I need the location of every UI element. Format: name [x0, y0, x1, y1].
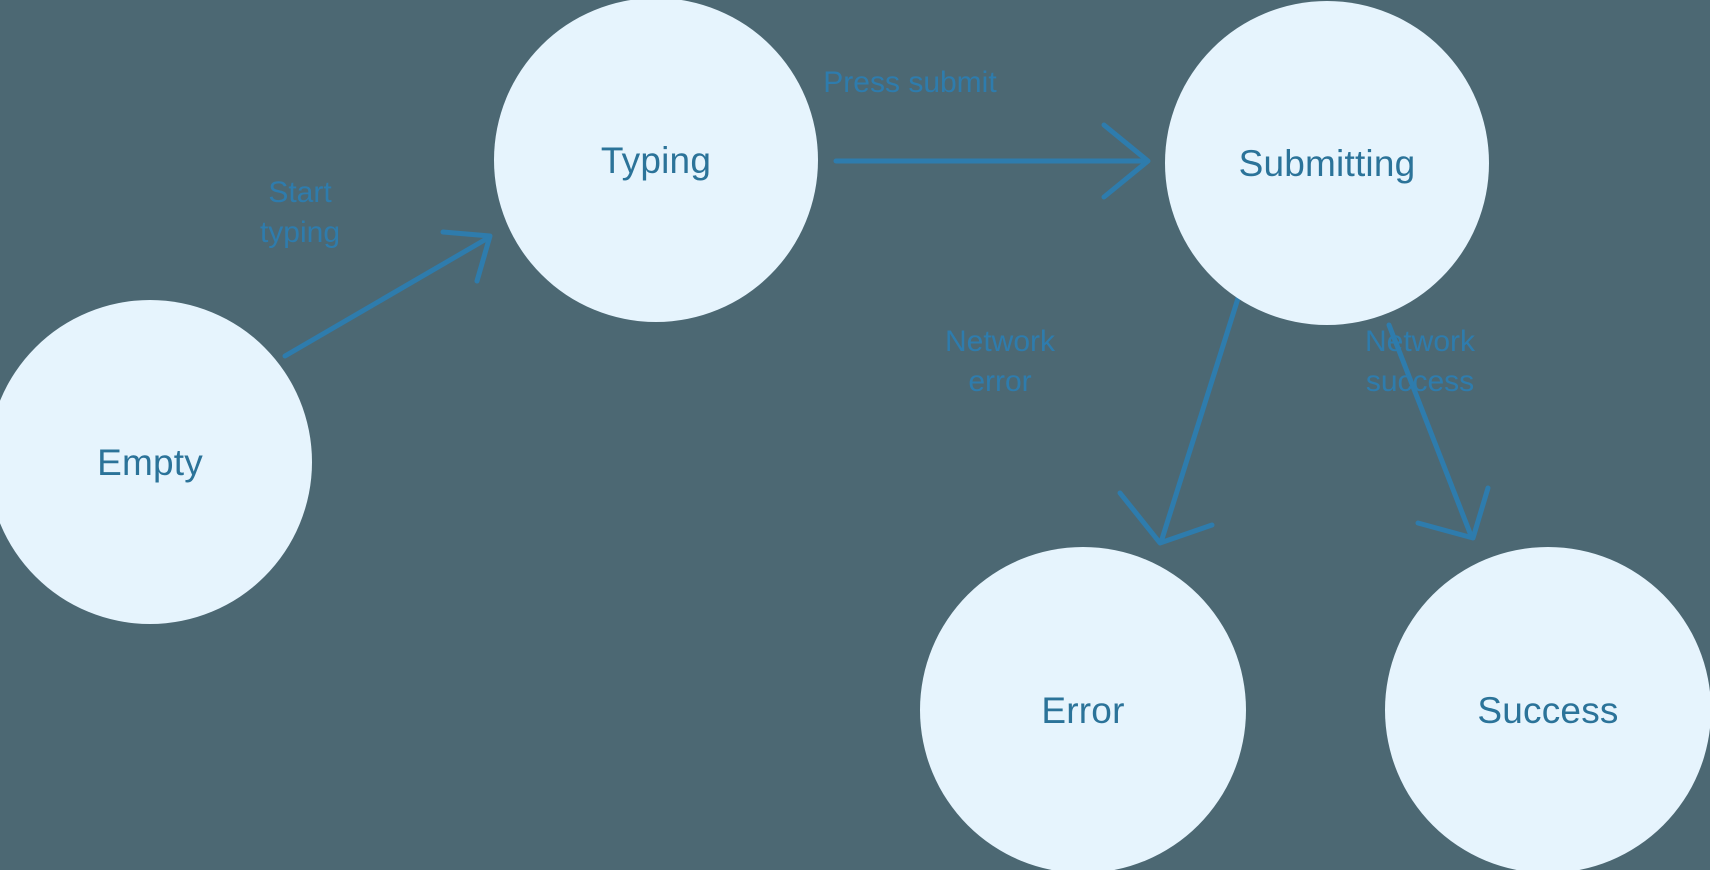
node-label-submitting: Submitting — [1238, 142, 1416, 184]
edge-typing-to-submitting — [833, 122, 1151, 200]
node-submitting[interactable]: Submitting — [1165, 1, 1489, 325]
node-empty[interactable]: Empty — [0, 300, 312, 624]
node-success[interactable]: Success — [1385, 547, 1710, 870]
node-label-error: Error — [1041, 689, 1125, 731]
node-error[interactable]: Error — [920, 547, 1246, 870]
edge-empty-to-typing — [282, 229, 493, 359]
node-label-typing: Typing — [600, 139, 712, 181]
edge-submitting-to-error — [1117, 289, 1243, 546]
node-label-success: Success — [1477, 689, 1619, 731]
node-label-empty: Empty — [97, 441, 203, 483]
node-typing[interactable]: Typing — [494, 0, 818, 322]
edge-submitting-to-success — [1386, 322, 1491, 541]
